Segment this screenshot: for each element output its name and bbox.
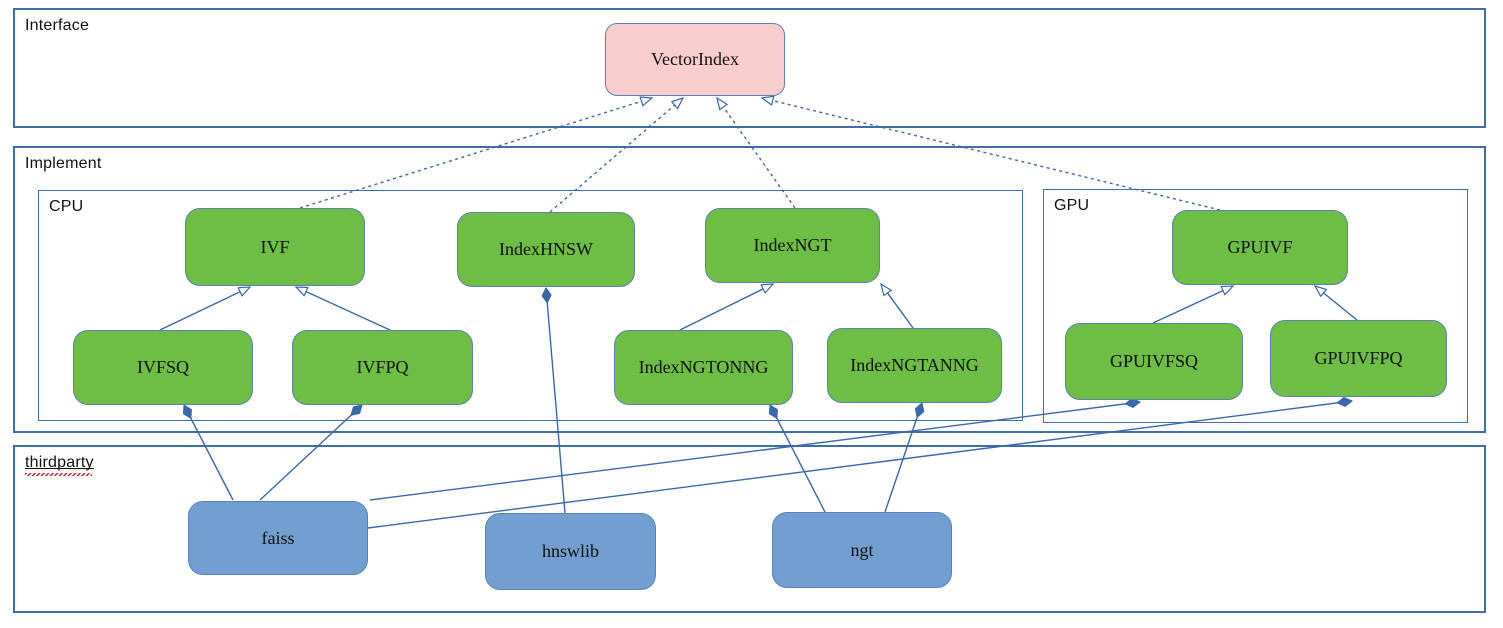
node-label-hnswlib: hnswlib: [541, 541, 599, 561]
node-GPUIVF: GPUIVF: [1172, 210, 1348, 285]
node-IndexHNSW: IndexHNSW: [457, 212, 635, 287]
section-label-interface: Interface: [25, 17, 90, 34]
node-label-IndexHNSW: IndexHNSW: [499, 239, 593, 259]
node-IVF: IVF: [185, 208, 365, 286]
node-IndexNGT: IndexNGT: [705, 208, 880, 283]
node-ngt: ngt: [772, 512, 952, 588]
node-VectorIndex: VectorIndex: [605, 23, 785, 96]
node-hnswlib: hnswlib: [485, 513, 656, 590]
node-IndexNGTONNG: IndexNGTONNG: [614, 330, 793, 405]
node-label-GPUIVF: GPUIVF: [1227, 237, 1293, 257]
node-label-IndexNGTANNG: IndexNGTANNG: [850, 355, 979, 375]
node-label-VectorIndex: VectorIndex: [651, 49, 739, 69]
node-label-IndexNGTONNG: IndexNGTONNG: [638, 357, 769, 377]
node-faiss: faiss: [188, 501, 368, 575]
node-label-ngt: ngt: [850, 539, 874, 560]
node-label-GPUIVFSQ: GPUIVFSQ: [1109, 351, 1199, 371]
node-label-faiss: faiss: [261, 527, 295, 548]
node-GPUIVFSQ: GPUIVFSQ: [1065, 323, 1243, 400]
section-label-cpu: CPU: [49, 198, 84, 215]
section-label-thirdparty: thirdparty: [25, 454, 94, 476]
node-GPUIVFPQ: GPUIVFPQ: [1270, 320, 1447, 397]
node-IndexNGTANNG: IndexNGTANNG: [827, 328, 1002, 403]
section-label-gpu: GPU: [1054, 197, 1090, 214]
section-label-implement: Implement: [25, 155, 102, 172]
node-label-IVFSQ: IVFSQ: [136, 357, 189, 377]
node-IVFSQ: IVFSQ: [73, 330, 253, 405]
node-label-IVFPQ: IVFPQ: [356, 357, 409, 377]
node-label-IndexNGT: IndexNGT: [753, 235, 832, 255]
node-label-GPUIVFPQ: GPUIVFPQ: [1314, 348, 1403, 368]
node-label-IVF: IVF: [260, 236, 290, 257]
node-IVFPQ: IVFPQ: [292, 330, 473, 405]
